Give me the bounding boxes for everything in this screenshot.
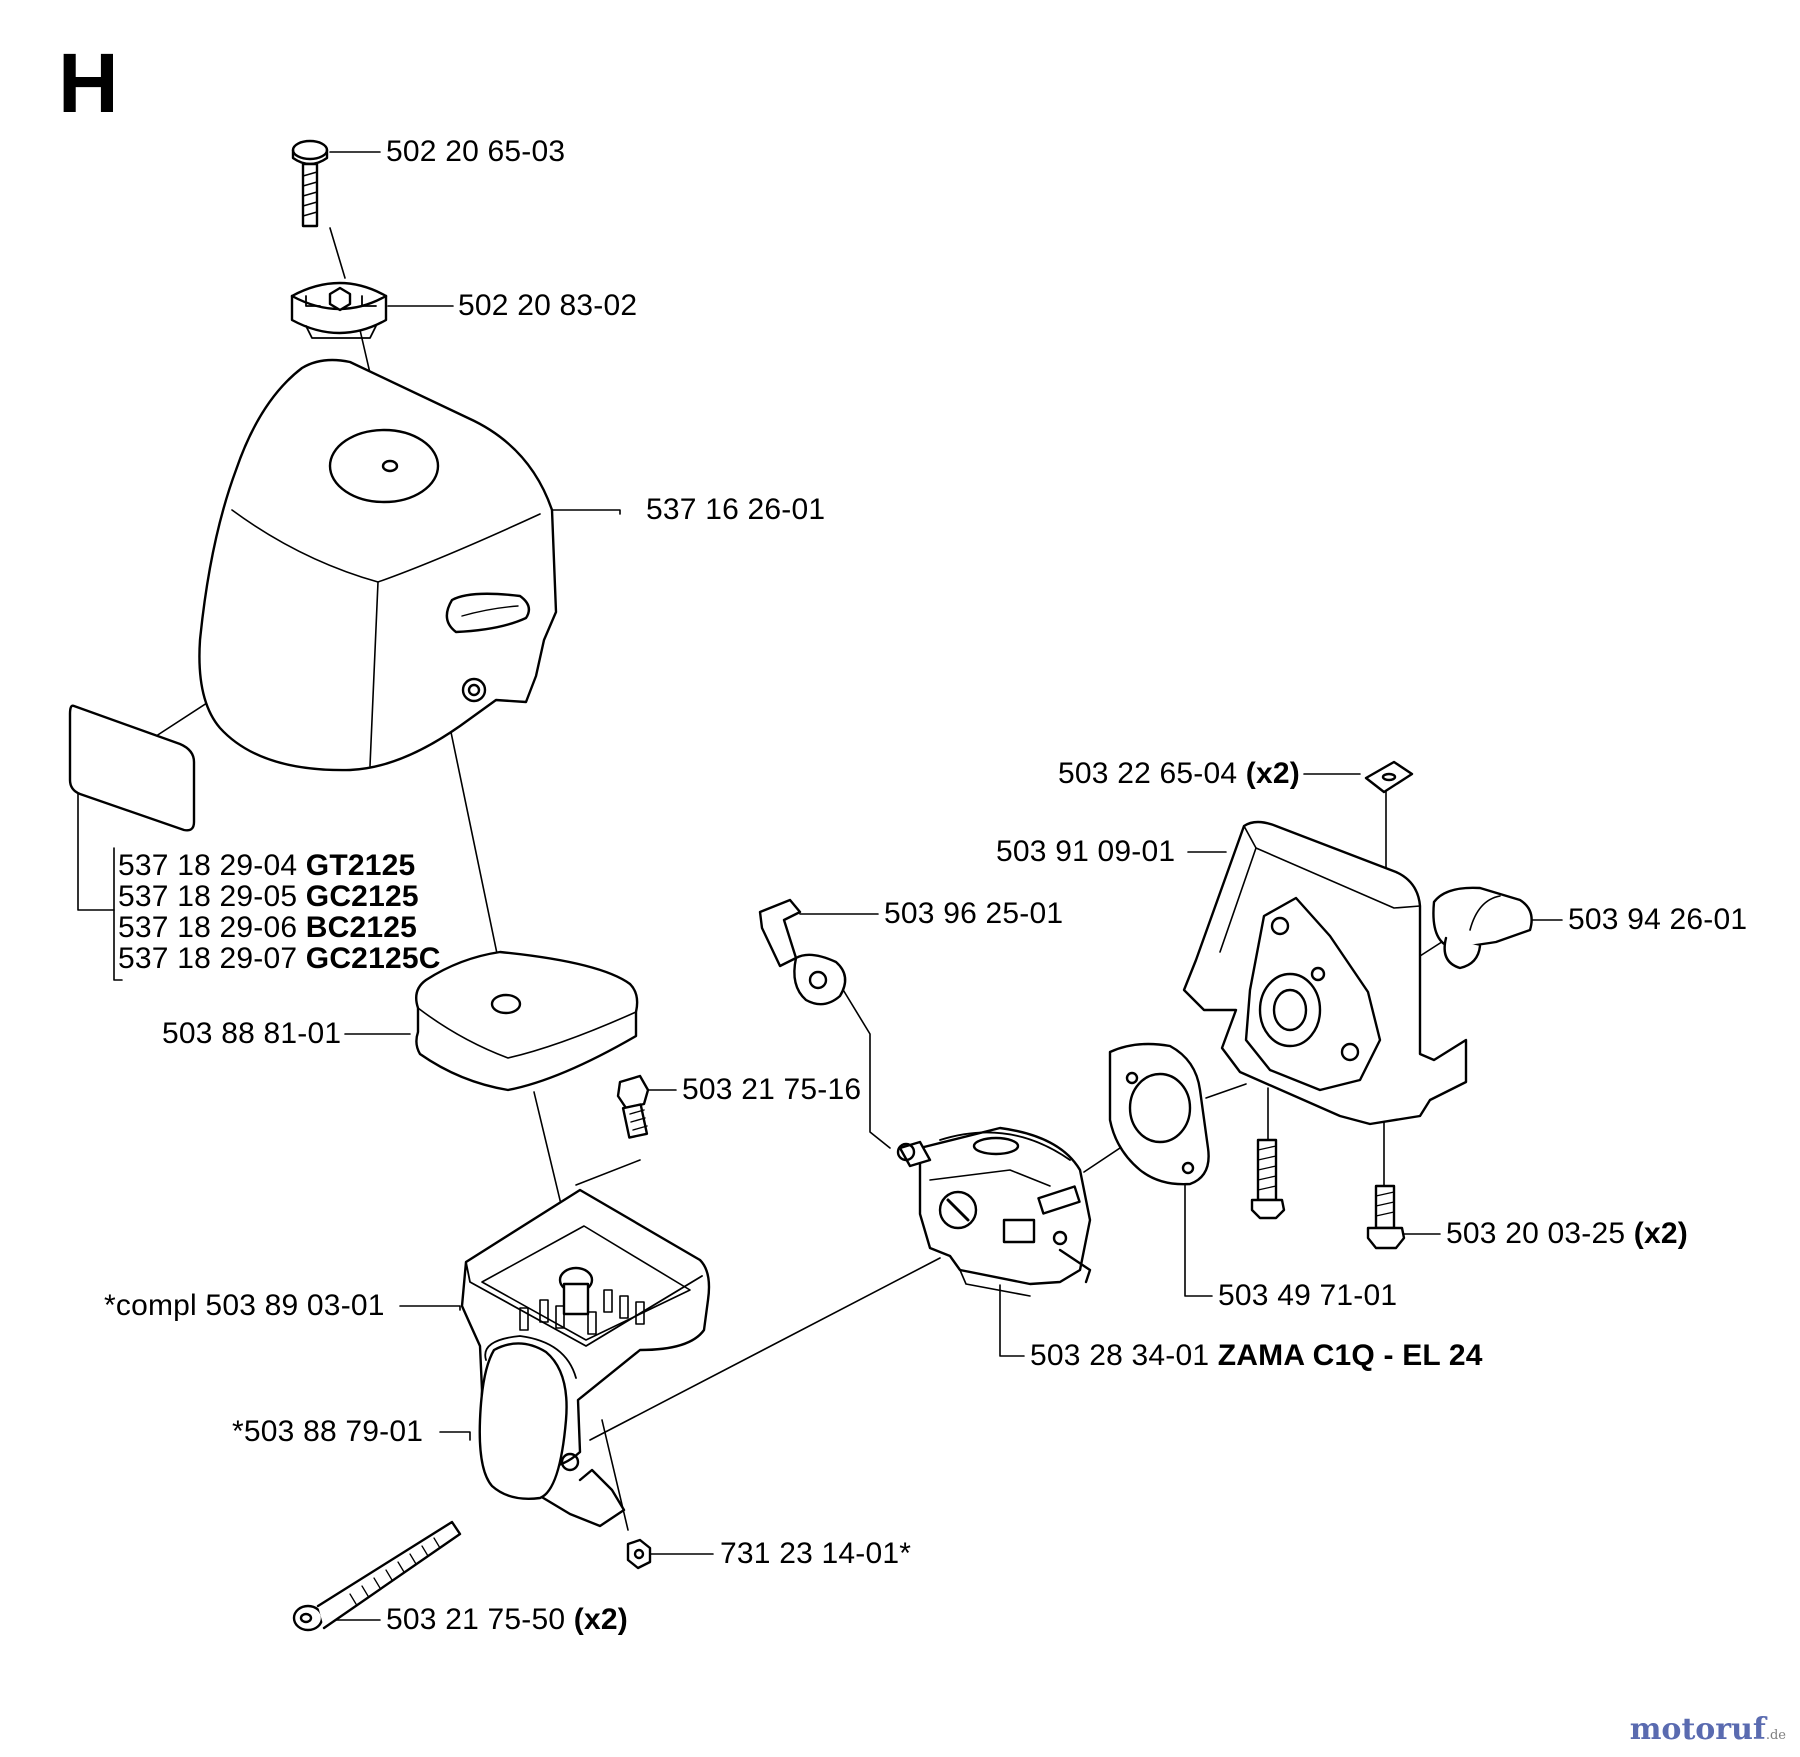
label-decal-bc2125: 537 18 29-06 BC2125: [118, 911, 418, 944]
nut-drawing: [626, 1538, 652, 1570]
gasket-drawing: [1108, 1042, 1210, 1186]
label-long-bolt: 503 21 75-50 (x2): [386, 1603, 628, 1636]
label-adapter: 503 91 09-01: [996, 835, 1176, 868]
label-cover: 537 16 26-01: [646, 493, 826, 526]
label-decal-gc2125: 537 18 29-05 GC2125: [118, 880, 419, 913]
label-screw-small: 503 21 75-16: [682, 1073, 862, 1106]
label-primer: *503 88 79-01: [232, 1415, 424, 1448]
label-nut: 731 23 14-01*: [720, 1537, 912, 1570]
label-decal-gt2125: 537 18 29-04 GT2125: [118, 849, 416, 882]
screw-small-drawing: [616, 1074, 650, 1139]
bolt-top-drawing: [291, 139, 329, 228]
label-grommet-top: 502 20 83-02: [458, 289, 638, 322]
label-filter: 503 88 81-01: [162, 1017, 342, 1050]
cover-drawing: [198, 358, 558, 772]
label-screw-adapter: 503 20 03-25 (x2): [1446, 1217, 1688, 1250]
label-housing: *compl 503 89 03-01: [104, 1289, 385, 1322]
section-letter: H: [58, 36, 119, 130]
label-carburetor: 503 28 34-01 ZAMA C1Q - EL 24: [1030, 1339, 1483, 1372]
primer-drawing: [478, 1335, 580, 1500]
label-gasket: 503 49 71-01: [1218, 1279, 1398, 1312]
label-choke-lever: 503 96 25-01: [884, 897, 1064, 930]
watermark-logo: motoruf.de: [1629, 1712, 1786, 1747]
adapter-drawing: [1182, 820, 1468, 1126]
screw-adapter-drawing: [1250, 1138, 1406, 1250]
long-bolt-drawing: [292, 1520, 462, 1632]
label-clip: 503 94 26-01: [1568, 903, 1748, 936]
label-decal-gc2125c: 537 18 29-07 GC2125C: [118, 942, 441, 975]
grommet-drawing: [290, 281, 388, 339]
filter-drawing: [415, 950, 639, 1092]
carburetor-drawing: [896, 1126, 1092, 1297]
clip-drawing: [1432, 886, 1533, 970]
label-nut-square: 503 22 65-04 (x2): [1058, 757, 1300, 790]
decal-drawing: [68, 704, 196, 832]
label-bolt-top: 502 20 65-03: [386, 135, 566, 168]
choke-lever-drawing: [758, 898, 847, 1006]
nut-square-drawing: [1364, 760, 1414, 794]
